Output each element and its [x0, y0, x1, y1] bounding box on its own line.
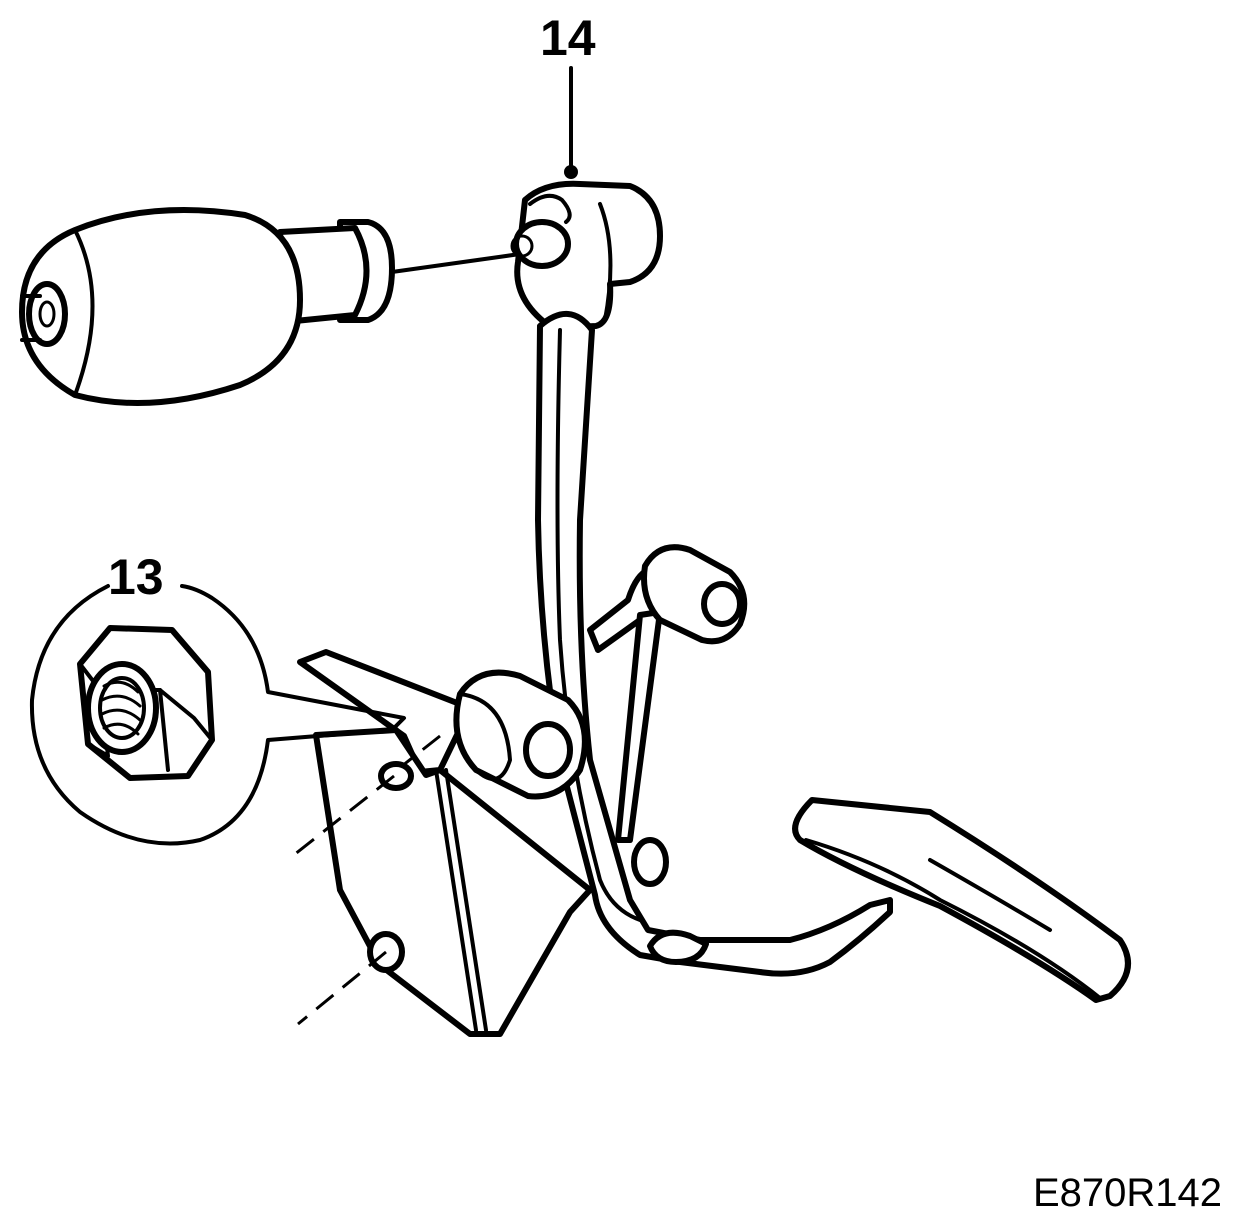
rubber-bushing-icon: [19, 207, 522, 406]
callout-14: 14: [540, 10, 596, 179]
figure-id: E870R142: [1033, 1171, 1222, 1215]
hex-nut-icon: [77, 625, 215, 781]
pedal-assembly-icon: [297, 180, 1131, 1037]
callout-14-dot: [564, 165, 578, 179]
callout-14-label: 14: [540, 10, 596, 66]
callout-13-label: 13: [108, 549, 164, 605]
fastener-lines: [289, 734, 441, 1026]
callout-13: 13: [29, 549, 406, 846]
